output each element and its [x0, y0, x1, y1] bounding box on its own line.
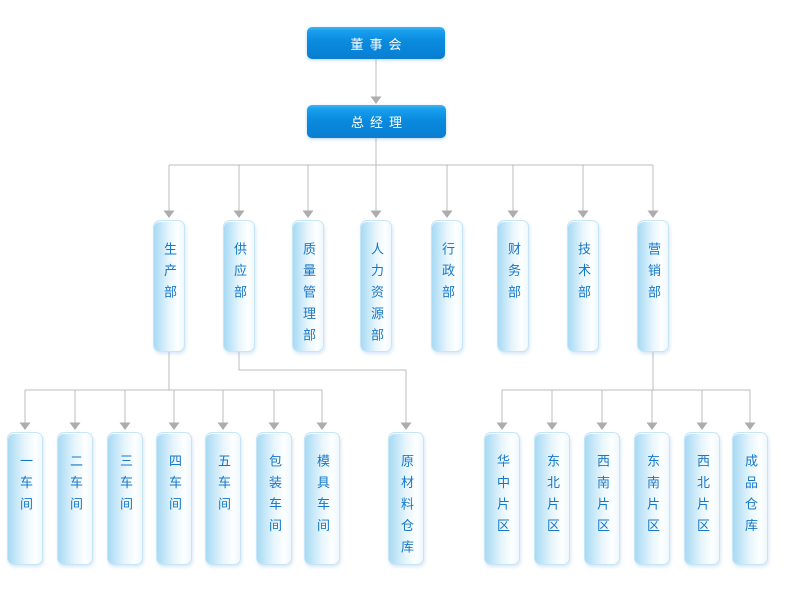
unit-node-label: 二车间	[68, 454, 83, 519]
dept-node-label: 人力资源部	[369, 242, 384, 350]
unit-node-label: 东南片区	[645, 454, 660, 540]
unit-node[interactable]: 二车间	[57, 432, 93, 565]
dept-node-label: 营销部	[646, 242, 661, 307]
dept-node-label: 供应部	[232, 242, 247, 307]
unit-node-label: 原材料仓库	[399, 454, 414, 562]
dept-node[interactable]: 质量管理部	[292, 220, 324, 352]
dept-node[interactable]: 营销部	[637, 220, 669, 352]
unit-node[interactable]: 西南片区	[584, 432, 620, 565]
dept-node[interactable]: 技术部	[567, 220, 599, 352]
unit-node[interactable]: 西北片区	[684, 432, 720, 565]
dept-node-label: 行政部	[440, 242, 455, 307]
unit-node[interactable]: 四车间	[156, 432, 192, 565]
board-node[interactable]: 董事会	[307, 27, 445, 59]
unit-node[interactable]: 东南片区	[634, 432, 670, 565]
unit-node-label: 东北片区	[545, 454, 560, 540]
dept-node-label: 质量管理部	[301, 242, 316, 350]
unit-node[interactable]: 三车间	[107, 432, 143, 565]
unit-node[interactable]: 一车间	[7, 432, 43, 565]
general-manager-node[interactable]: 总经理	[307, 105, 446, 138]
unit-node-label: 五车间	[216, 454, 231, 519]
dept-node[interactable]: 供应部	[223, 220, 255, 352]
dept-node[interactable]: 生产部	[153, 220, 185, 352]
unit-node-label: 一车间	[18, 454, 33, 519]
unit-node-label: 包装车间	[267, 454, 282, 540]
unit-node[interactable]: 包装车间	[256, 432, 292, 565]
unit-node[interactable]: 成品仓库	[732, 432, 768, 565]
unit-node[interactable]: 五车间	[205, 432, 241, 565]
dept-node-label: 财务部	[506, 242, 521, 307]
unit-node-label: 成品仓库	[743, 454, 758, 540]
general-manager-node-label: 总经理	[350, 115, 408, 130]
dept-node-label: 技术部	[576, 242, 591, 307]
dept-node[interactable]: 行政部	[431, 220, 463, 352]
dept-node[interactable]: 人力资源部	[360, 220, 392, 352]
unit-node[interactable]: 东北片区	[534, 432, 570, 565]
unit-node-label: 四车间	[167, 454, 182, 519]
unit-node[interactable]: 原材料仓库	[388, 432, 424, 565]
unit-node[interactable]: 模具车间	[304, 432, 340, 565]
dept-node[interactable]: 财务部	[497, 220, 529, 352]
unit-node-label: 西北片区	[695, 454, 710, 540]
board-node-label: 董事会	[350, 36, 408, 52]
unit-node[interactable]: 华中片区	[484, 432, 520, 565]
unit-node-label: 西南片区	[595, 454, 610, 540]
unit-node-label: 模具车间	[315, 454, 330, 540]
unit-node-label: 三车间	[118, 454, 133, 519]
unit-node-label: 华中片区	[495, 454, 510, 540]
dept-node-label: 生产部	[162, 242, 177, 307]
